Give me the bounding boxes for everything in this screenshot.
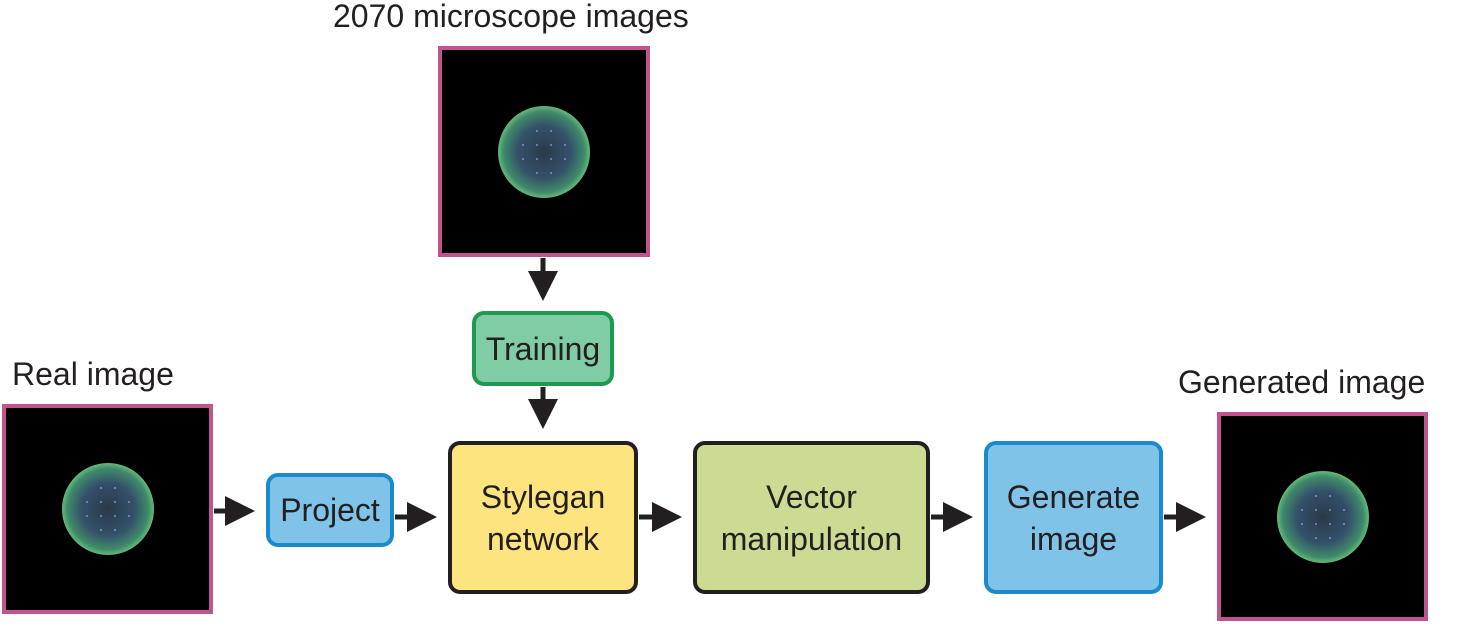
vector-manipulation-box: Vector manipulation xyxy=(693,441,930,594)
generate-image-box: Generate image xyxy=(984,441,1163,594)
project-box: Project xyxy=(266,473,394,547)
organoid-cell-image xyxy=(1276,470,1369,563)
dataset-image xyxy=(438,46,650,257)
organoid-cell-image xyxy=(498,105,590,198)
stylegan-label-line2: network xyxy=(486,520,600,557)
stylegan-network-box: Stylegan network xyxy=(448,441,638,594)
vector-label-line1: Vector xyxy=(766,478,857,515)
generated-image xyxy=(1217,412,1428,621)
real-image xyxy=(2,404,213,614)
project-label: Project xyxy=(280,492,380,528)
real-image-label: Real image xyxy=(12,356,174,392)
stylegan-label-line1: Stylegan xyxy=(480,478,606,515)
generate-label-line1: Generate xyxy=(1006,478,1141,515)
dataset-label: 2070 microscope images xyxy=(333,0,689,34)
training-label: Training xyxy=(485,330,601,367)
organoid-cell-image xyxy=(61,463,154,555)
vector-label-line2: manipulation xyxy=(720,520,903,557)
training-box: Training xyxy=(472,311,614,386)
generate-label-line2: image xyxy=(1029,520,1118,557)
generated-image-label: Generated image xyxy=(1178,364,1426,400)
